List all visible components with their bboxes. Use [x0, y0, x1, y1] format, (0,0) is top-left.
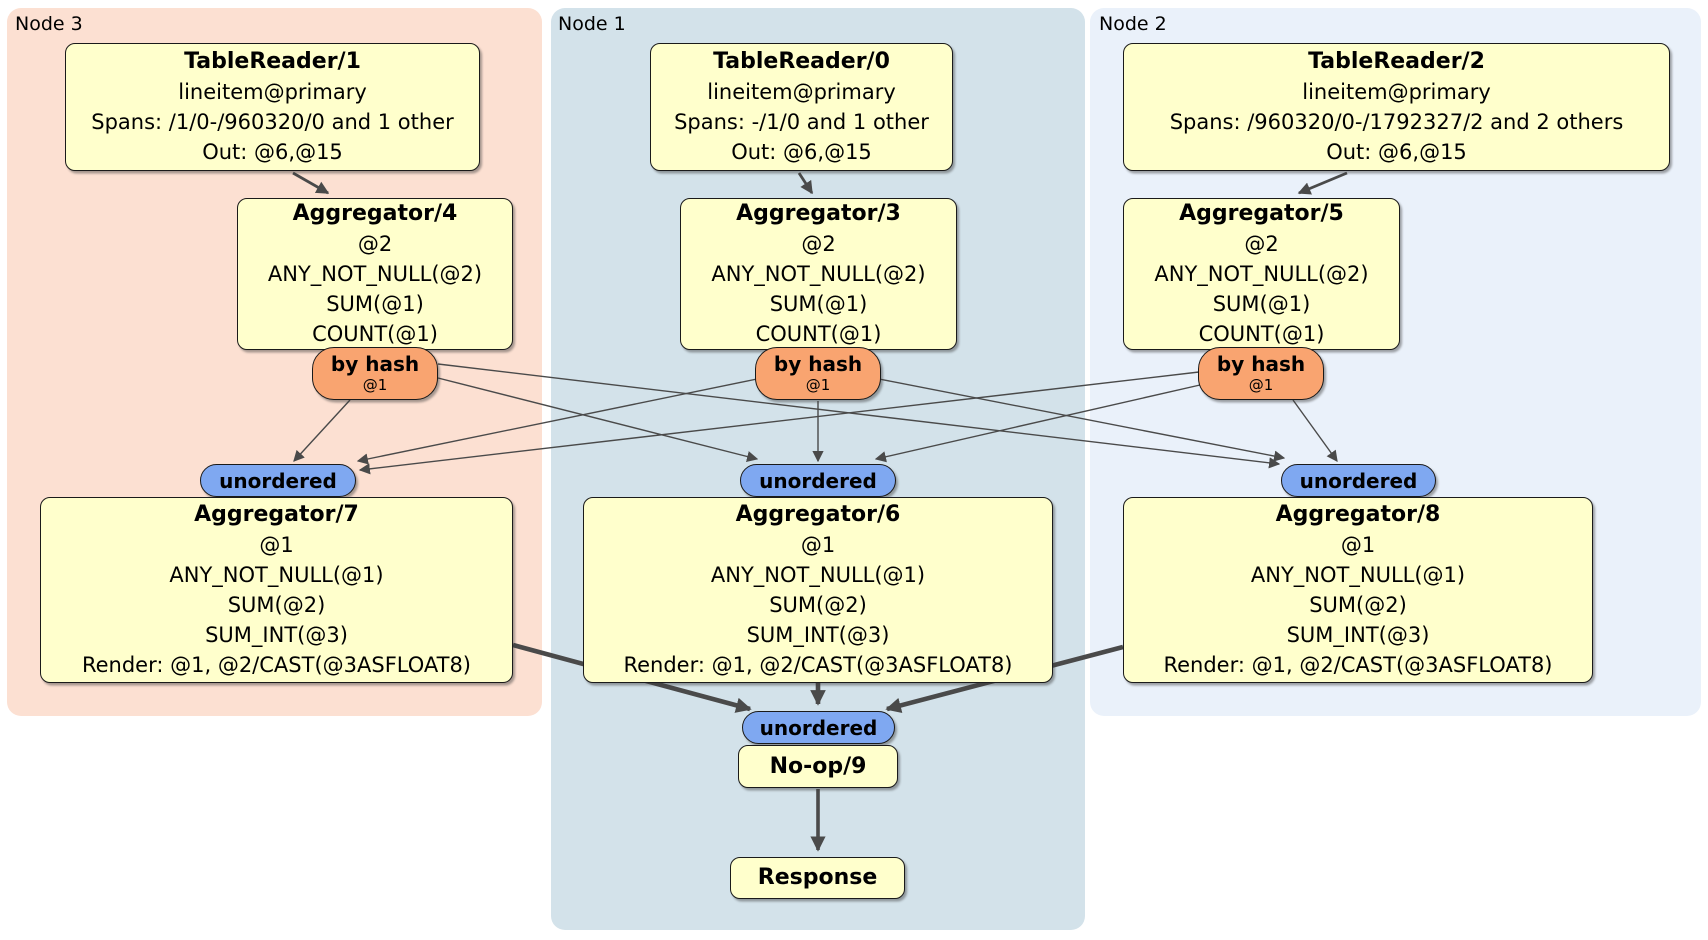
edge-tr0-agg3 [797, 172, 814, 195]
node3-label: Node 3 [15, 13, 83, 35]
processor-title: Aggregator/7 [194, 502, 359, 527]
agg-fn: COUNT(@1) [312, 322, 438, 346]
stream-unordered-node1: unordered [740, 464, 896, 497]
agg-fn: ANY_NOT_NULL(@2) [711, 262, 926, 286]
stream-unordered-final: unordered [742, 711, 895, 744]
edge-tr2-agg5 [1297, 171, 1348, 195]
node1-label: Node 1 [558, 13, 626, 35]
processor-index: lineitem@primary [178, 80, 367, 104]
processor-tablereader-2: TableReader/2 lineitem@primary Spans: /9… [1123, 43, 1670, 171]
edge-hash3-un2 [437, 363, 1281, 469]
agg-group-cols: @1 [800, 533, 836, 557]
processor-out: Out: @6,@15 [202, 140, 343, 164]
node2-label: Node 2 [1099, 13, 1167, 35]
agg-render: Render: @1, @2/CAST(@3ASFLOAT8) [623, 653, 1013, 677]
router-label: by hash [330, 352, 420, 376]
edge-hash3-un3 [293, 399, 351, 462]
processor-aggregator-8: Aggregator/8 @1 ANY_NOT_NULL(@1) SUM(@2)… [1123, 497, 1593, 683]
edge-hash2-un2 [1292, 399, 1338, 463]
processor-aggregator-4: Aggregator/4 @2 ANY_NOT_NULL(@2) SUM(@1)… [237, 198, 513, 350]
processor-tablereader-1: TableReader/1 lineitem@primary Spans: /1… [65, 43, 480, 171]
processor-title: Aggregator/4 [292, 201, 458, 226]
agg-fn: SUM_INT(@3) [1286, 623, 1430, 647]
processor-noop-9: No-op/9 [738, 745, 898, 788]
stream-unordered-node2: unordered [1281, 464, 1436, 497]
router-columns: @1 [362, 376, 388, 394]
processor-title: Aggregator/8 [1275, 502, 1441, 527]
stream-label: unordered [219, 468, 337, 493]
agg-group-cols: @1 [259, 533, 294, 557]
router-label: by hash [773, 352, 863, 376]
agg-fn: SUM(@2) [1309, 593, 1407, 617]
processor-title: Aggregator/5 [1179, 201, 1344, 226]
agg-fn: SUM_INT(@3) [746, 623, 890, 647]
processor-title: Response [757, 865, 878, 890]
processor-index: lineitem@primary [1302, 80, 1491, 104]
processor-out: Out: @6,@15 [731, 140, 872, 164]
edge-hash2-un3 [358, 371, 1200, 475]
processor-aggregator-5: Aggregator/5 @2 ANY_NOT_NULL(@2) SUM(@1)… [1123, 198, 1400, 350]
agg-fn: ANY_NOT_NULL(@1) [1250, 563, 1466, 587]
agg-fn: COUNT(@1) [755, 322, 882, 346]
processor-title: TableReader/1 [184, 49, 361, 74]
stream-label: unordered [759, 468, 877, 493]
agg-fn: ANY_NOT_NULL(@2) [267, 262, 483, 286]
agg-fn: SUM(@1) [326, 292, 424, 316]
edge-hash1-un3 [356, 378, 758, 465]
router-columns: @1 [1248, 376, 1274, 394]
router-by-hash-node1: by hash @1 [755, 347, 881, 400]
agg-fn: ANY_NOT_NULL(@1) [169, 563, 384, 587]
agg-fn: SUM(@2) [769, 593, 867, 617]
edge-tr1-agg4 [292, 171, 330, 195]
processor-aggregator-3: Aggregator/3 @2 ANY_NOT_NULL(@2) SUM(@1)… [680, 198, 957, 350]
edge-hash3-un1 [437, 377, 759, 462]
agg-fn: SUM_INT(@3) [205, 623, 348, 647]
processor-tablereader-0: TableReader/0 lineitem@primary Spans: -/… [650, 43, 953, 171]
agg-group-cols: @2 [357, 232, 393, 256]
agg-fn: SUM(@1) [769, 292, 868, 316]
processor-spans: Spans: /1/0-/960320/0 and 1 other [91, 110, 454, 134]
response-node: Response [730, 857, 905, 899]
processor-index: lineitem@primary [707, 80, 896, 104]
agg-group-cols: @2 [1244, 232, 1279, 256]
agg-fn: SUM(@2) [227, 593, 326, 617]
agg-fn: SUM(@1) [1212, 292, 1311, 316]
processor-aggregator-7: Aggregator/7 @1 ANY_NOT_NULL(@1) SUM(@2)… [40, 497, 513, 683]
processor-title: Aggregator/6 [735, 502, 901, 527]
processor-title: Aggregator/3 [736, 201, 901, 226]
router-by-hash-node2: by hash @1 [1198, 347, 1324, 400]
agg-render: Render: @1, @2/CAST(@3ASFLOAT8) [81, 653, 472, 677]
agg-fn: ANY_NOT_NULL(@1) [710, 563, 926, 587]
agg-fn: ANY_NOT_NULL(@2) [1154, 262, 1369, 286]
processor-title: No-op/9 [769, 753, 867, 779]
edge-hash2-un1 [874, 384, 1201, 463]
agg-group-cols: @1 [1340, 533, 1376, 557]
router-by-hash-node3: by hash @1 [312, 347, 438, 400]
router-label: by hash [1216, 352, 1306, 376]
router-columns: @1 [805, 376, 831, 394]
edge-hash1-un2 [878, 378, 1286, 462]
agg-render: Render: @1, @2/CAST(@3ASFLOAT8) [1163, 653, 1553, 677]
processor-title: TableReader/2 [1308, 49, 1485, 74]
stream-label: unordered [1299, 468, 1418, 493]
processor-out: Out: @6,@15 [1326, 140, 1467, 164]
stream-label: unordered [759, 715, 878, 740]
processor-title: TableReader/0 [713, 49, 890, 74]
agg-fn: COUNT(@1) [1198, 322, 1325, 346]
stream-unordered-node3: unordered [200, 464, 356, 497]
agg-group-cols: @2 [801, 232, 836, 256]
processor-spans: Spans: -/1/0 and 1 other [674, 110, 929, 134]
processor-spans: Spans: /960320/0-/1792327/2 and 2 others [1169, 110, 1624, 134]
processor-aggregator-6: Aggregator/6 @1 ANY_NOT_NULL(@1) SUM(@2)… [583, 497, 1053, 683]
